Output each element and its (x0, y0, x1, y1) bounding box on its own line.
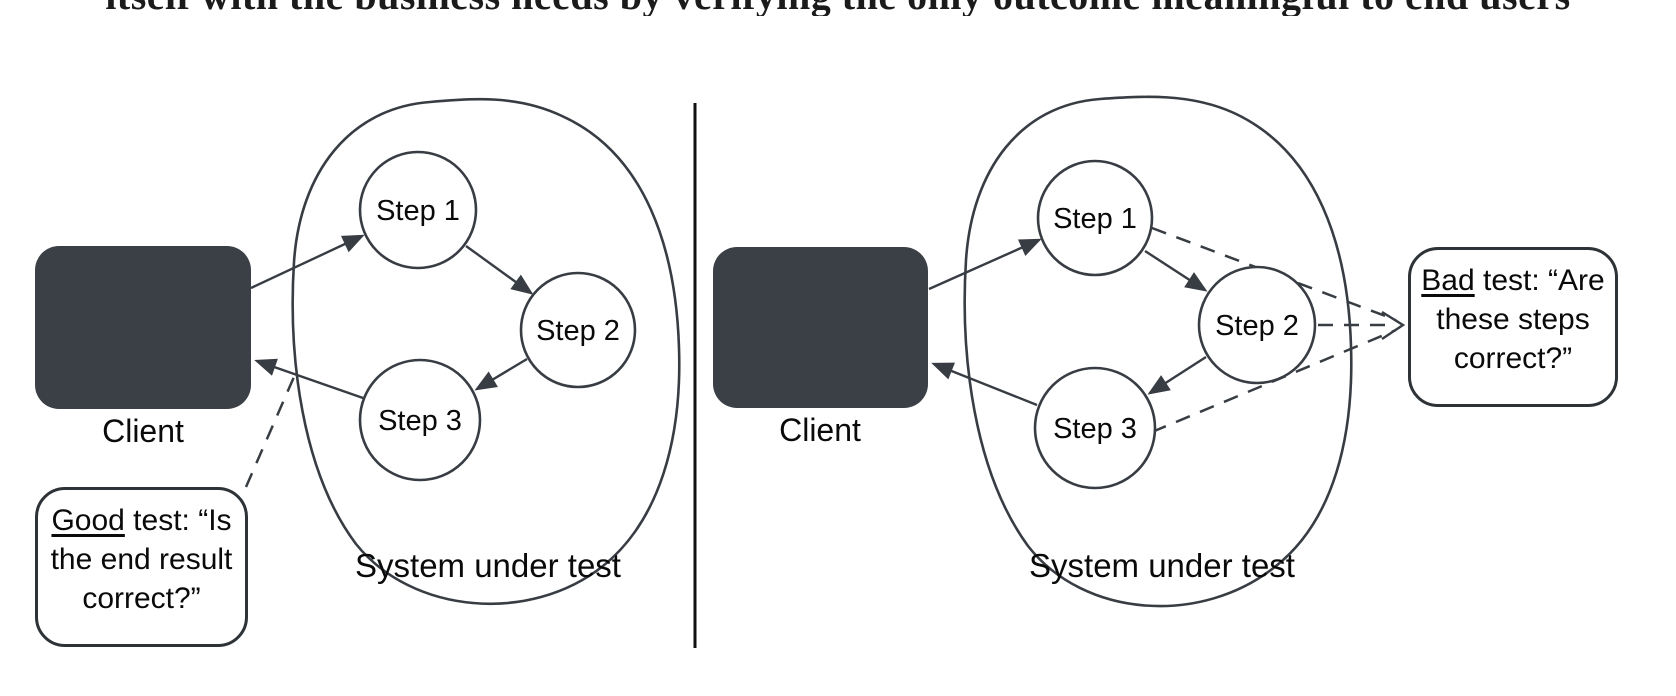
left-arrow-step2-to-step3 (474, 357, 528, 391)
left-system-boundary-blob (291, 97, 681, 606)
left-step2-label: Step 2 (536, 315, 620, 347)
left-step2-node (519, 271, 637, 389)
cropped-heading-text: itself with the business needs by verify… (0, 0, 1676, 16)
left-step1-label: Step 1 (376, 195, 460, 227)
right-arrow-step3-to-client (931, 362, 1038, 407)
bad-test-line3: correct?” (1453, 342, 1573, 375)
right-system-under-test-label: System under test (1029, 547, 1295, 584)
left-client-label: Client (102, 413, 184, 449)
good-test-dashed-pointer (244, 369, 299, 488)
good-test-note: Good test: “Is the end result correct?” (35, 487, 248, 647)
bad-test-keyword: Bad (1421, 264, 1475, 297)
good-test-line1: Good test: “Is (38, 501, 245, 540)
bad-test-note: Bad test: “Are these steps correct?” (1408, 247, 1618, 407)
left-client-box (35, 246, 251, 409)
good-test-line3: correct?” (82, 582, 201, 615)
good-test-line1-rest: test: “Is (124, 504, 232, 537)
right-arrow-client-to-step1 (928, 238, 1042, 291)
right-step3-node (1033, 366, 1157, 490)
bad-test-line2: these steps (1436, 303, 1590, 336)
left-system-under-test-label: System under test (355, 547, 621, 584)
bad-test-open-arrowhead-icon (1381, 310, 1406, 340)
left-arrow-step1-to-step2 (465, 245, 534, 295)
right-step2-node (1197, 265, 1317, 385)
left-step3-node (358, 358, 482, 482)
bad-test-line1: Bad test: “Are (1411, 261, 1615, 300)
left-arrow-client-to-step1 (250, 234, 365, 290)
cropped-heading: itself with the business needs by verify… (0, 0, 1676, 16)
left-step3-label: Step 3 (378, 405, 462, 437)
right-system-boundary-blob (963, 95, 1353, 608)
good-test-line2: the end result (50, 543, 233, 576)
right-arrow-step2-to-step3 (1147, 355, 1207, 395)
right-step2-label: Step 2 (1215, 310, 1299, 342)
right-step1-node (1036, 159, 1154, 277)
right-client-label: Client (779, 412, 861, 448)
good-test-keyword: Good (51, 504, 125, 537)
right-step1-label: Step 1 (1053, 203, 1137, 235)
left-step1-node (358, 150, 478, 270)
bad-test-line1-rest: test: “Are (1474, 264, 1605, 297)
right-step3-label: Step 3 (1053, 413, 1137, 445)
right-client-box (713, 247, 928, 408)
right-arrow-step1-to-step2 (1144, 249, 1208, 292)
left-arrow-step3-to-client (254, 358, 364, 400)
